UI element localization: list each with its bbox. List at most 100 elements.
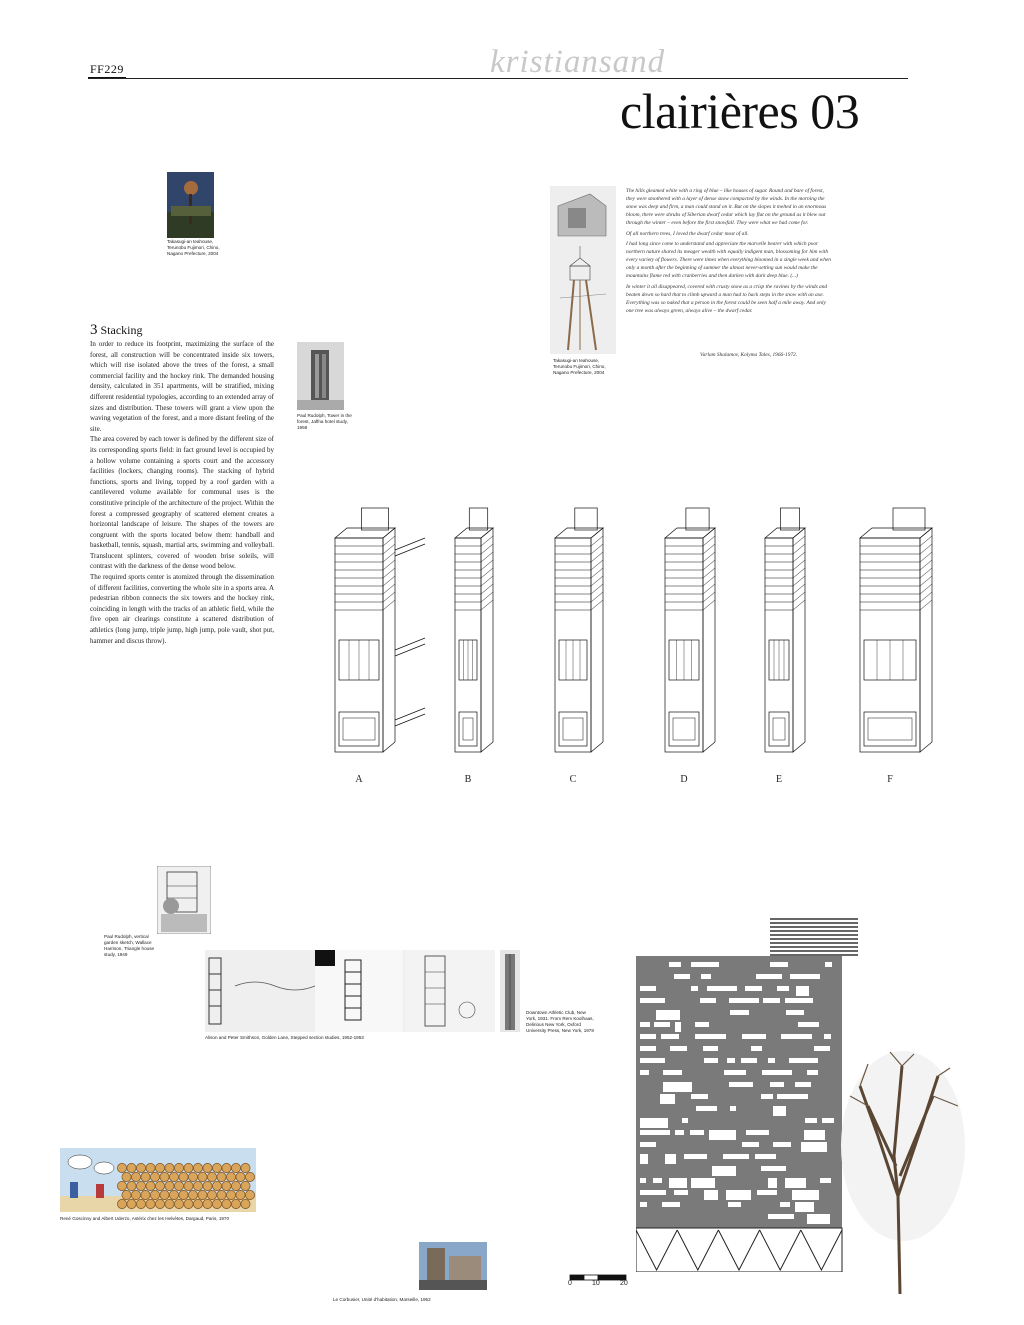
tower-court-lines bbox=[672, 717, 696, 741]
tower-floor-line bbox=[382, 551, 396, 563]
tower-floor-line bbox=[792, 575, 806, 587]
facade-truss-frame bbox=[636, 1227, 843, 1272]
facade-truss-member bbox=[636, 1229, 678, 1272]
facade-window bbox=[695, 1022, 709, 1027]
comic-log bbox=[136, 1199, 146, 1209]
tower-floor-line bbox=[702, 559, 716, 571]
facade-window bbox=[660, 1094, 675, 1104]
comic-log bbox=[174, 1181, 184, 1191]
facade-window bbox=[768, 1214, 794, 1219]
facade-window bbox=[729, 1082, 753, 1087]
facade-window bbox=[807, 1070, 818, 1075]
caption-treehouse-photo: Takasugi-an teahouse, Terunobu Fujimori,… bbox=[167, 239, 220, 256]
facade-window bbox=[640, 1142, 656, 1147]
tower-drawing: F bbox=[859, 507, 933, 785]
tower-floor-line bbox=[382, 535, 396, 547]
comic-log bbox=[155, 1181, 165, 1191]
facade-window bbox=[785, 1178, 806, 1188]
tower-floor-line bbox=[382, 591, 396, 603]
body-paragraph: The area covered by each tower is define… bbox=[90, 435, 274, 571]
facade-window bbox=[822, 1118, 834, 1123]
facade-window bbox=[824, 1034, 831, 1039]
tower-floor-line bbox=[382, 567, 396, 579]
poem-attribution: Varlam Shalamov, Kolyma Tales, 1966-1972… bbox=[700, 352, 798, 358]
comic-log bbox=[169, 1190, 179, 1200]
comic-log bbox=[183, 1181, 194, 1191]
tower-label: F bbox=[887, 774, 893, 785]
facade-window bbox=[691, 1178, 715, 1188]
facade-window bbox=[662, 1202, 680, 1207]
tower-court-lines bbox=[867, 717, 913, 741]
facade-window bbox=[777, 986, 789, 991]
tower-label: C bbox=[570, 774, 577, 785]
comic-log bbox=[221, 1163, 232, 1173]
scale-tick: 0 bbox=[568, 1280, 572, 1287]
facade-window bbox=[709, 1130, 736, 1140]
drawing-treehouse-section bbox=[550, 186, 616, 354]
tower-top-face bbox=[764, 527, 806, 539]
comic-log bbox=[202, 1199, 213, 1209]
facade-cantilever-stripe bbox=[770, 934, 858, 936]
comic-log bbox=[221, 1181, 232, 1191]
facade-window bbox=[640, 1070, 649, 1075]
comic-log bbox=[202, 1181, 213, 1191]
comic-log bbox=[226, 1190, 236, 1200]
facade-window bbox=[661, 1034, 679, 1039]
facade-window bbox=[804, 1130, 825, 1140]
comic-log bbox=[136, 1163, 146, 1173]
facade-window bbox=[704, 1190, 718, 1200]
comic-log bbox=[178, 1172, 189, 1182]
tower-floor-line bbox=[702, 591, 716, 603]
facade-window bbox=[723, 1154, 749, 1159]
comic-strip bbox=[60, 1148, 256, 1212]
poem-quote: The hills gleamed white with a ring of b… bbox=[626, 188, 831, 319]
facade-window bbox=[707, 986, 737, 991]
facade-window bbox=[669, 962, 681, 967]
facade-window bbox=[640, 1034, 656, 1039]
facade-cantilever-stripe bbox=[770, 946, 858, 948]
tower-top-face bbox=[554, 527, 604, 539]
tower-top-face bbox=[664, 527, 716, 539]
facade-window bbox=[640, 1118, 668, 1128]
caption-skyscraper: Downtown Athletic Club, New York, 1931. … bbox=[526, 1010, 594, 1033]
comic-log bbox=[145, 1181, 156, 1191]
tower-floor-line bbox=[702, 583, 716, 595]
tower-top-face bbox=[454, 527, 494, 539]
facade-window bbox=[761, 1166, 786, 1171]
photo-tower-art bbox=[297, 342, 344, 410]
facade-window bbox=[795, 1082, 811, 1087]
comic-log bbox=[212, 1199, 222, 1209]
facade-window bbox=[663, 1070, 682, 1075]
comic-log bbox=[117, 1181, 127, 1191]
tower-floor-line bbox=[702, 599, 716, 611]
tower-floor-line bbox=[480, 599, 494, 611]
sketch-garden-art bbox=[156, 865, 212, 935]
comic-log bbox=[174, 1163, 184, 1173]
sketch-strip-art bbox=[205, 950, 495, 1032]
facade-window bbox=[663, 1082, 692, 1092]
comic-log bbox=[164, 1181, 175, 1191]
tower-roof-volume bbox=[892, 507, 926, 531]
comic-log bbox=[231, 1163, 241, 1173]
comic-log bbox=[216, 1172, 227, 1182]
comic-log bbox=[150, 1172, 160, 1182]
tower-court-lines bbox=[772, 717, 786, 741]
comic-log bbox=[155, 1199, 165, 1209]
tower-floor-line bbox=[382, 575, 396, 587]
caption-sketch-strip: Alison and Peter Smithson, Golden Lane, … bbox=[205, 1035, 364, 1040]
tower-floor-line bbox=[702, 551, 716, 563]
scale-tick: 10 bbox=[592, 1280, 600, 1287]
tower-floor-line bbox=[919, 591, 933, 603]
facade-window bbox=[653, 1178, 662, 1183]
tower-base-court bbox=[863, 711, 917, 747]
photo-tower bbox=[297, 342, 344, 410]
facade-window bbox=[773, 1142, 791, 1147]
comic-character bbox=[96, 1184, 104, 1198]
sketch-garden bbox=[156, 865, 212, 935]
facade-window bbox=[770, 1082, 784, 1087]
tower-floor-line bbox=[480, 575, 494, 587]
comic-log bbox=[126, 1163, 137, 1173]
comic-log bbox=[117, 1163, 127, 1173]
tower-floor-line bbox=[919, 567, 933, 579]
